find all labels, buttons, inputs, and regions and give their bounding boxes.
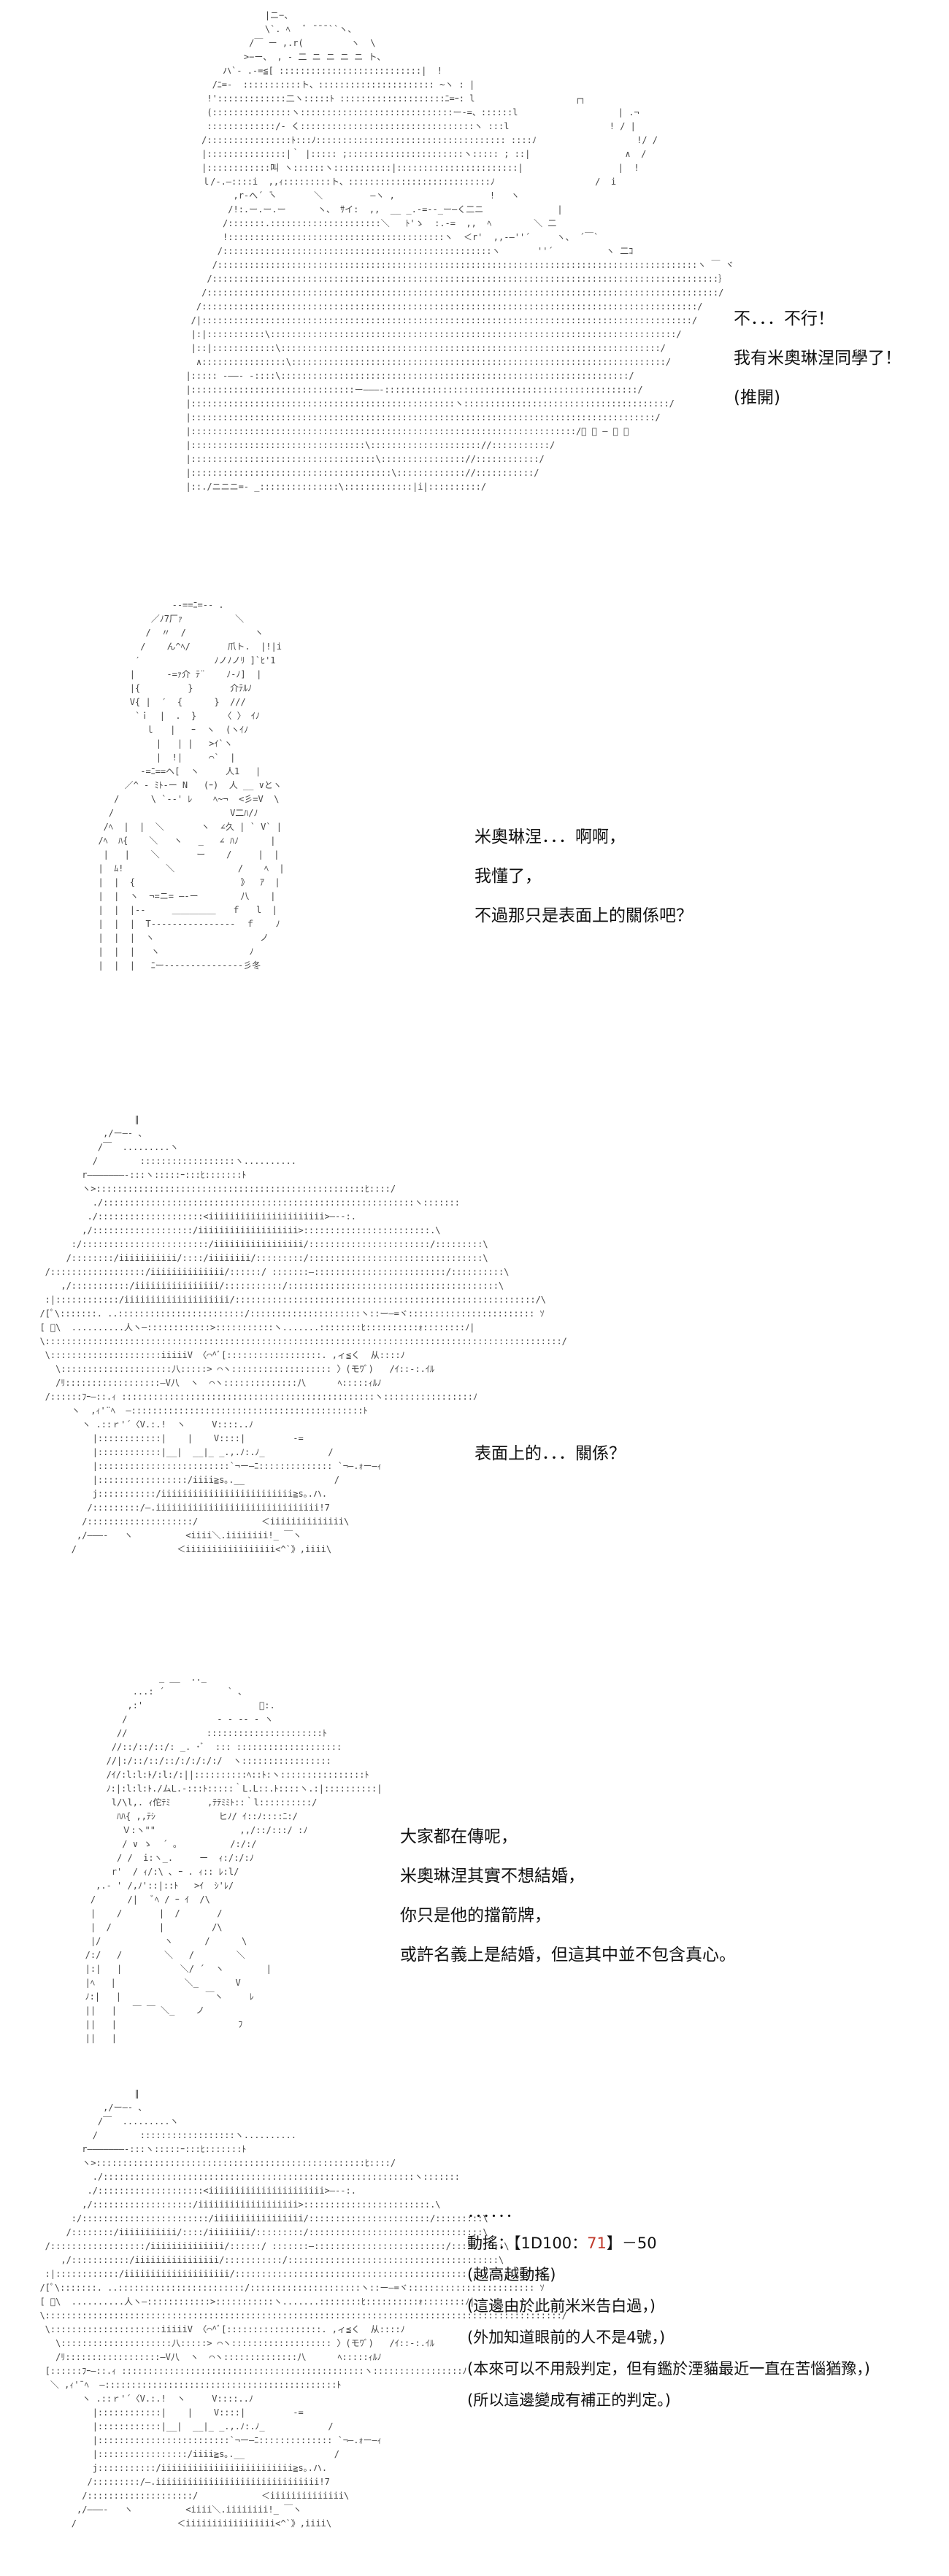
- note-line: (越高越動搖): [467, 2266, 556, 2283]
- dialogue-line: 米奧琳涅其實不想結婚，: [400, 1867, 585, 1886]
- note-line: (外加知道眼前的人不是4號，): [467, 2329, 666, 2346]
- ascii-art-character: -‐==ﾆ=‐- . ／ﾉ7厂ｧ ＼ / 〃 / ヽ / ん^ﾍ/ 爪ト. |!…: [98, 600, 285, 971]
- dialogue-line: 你只是他的擋箭牌，: [400, 1906, 551, 1925]
- dice-roll-notes: ．．．．．． 動搖：【1D100：71】－50 (越高越動搖) (這邊由於此前米…: [467, 2197, 870, 2416]
- dialogue-line: 我懂了，: [474, 867, 542, 886]
- note-line: (本來可以不用殼判定，但有鑑於湮貓最近一直在苦惱猶豫，): [467, 2360, 870, 2378]
- panel-2: -‐==ﾆ=‐- . ／ﾉ7厂ｧ ＼ / 〃 / ヽ / ん^ﾍ/ 爪ト. |!…: [0, 598, 949, 1109]
- dice-roll-line: 動搖：【1D100：71】－50: [467, 2228, 870, 2259]
- ascii-art-character: _ __ .._ ...: ´ ` ､ ,:' ﾞ:. / - ‐ ‐‐ - ヽ…: [85, 1673, 383, 2043]
- dialogue-text: 大家都在傳呢， 米奧琳涅其實不想結婚， 你只是他的擋箭牌， 或許名義上是結婚，但…: [400, 1817, 736, 1975]
- dice-roll-value: 71: [587, 2234, 607, 2252]
- panel-3: ∥ ,/ー―- 、 /￣ .........ヽ / ::::::::::::::…: [0, 1113, 949, 1667]
- ascii-art-character: ∥ ,/ー―- 、 /￣ .........ヽ / ::::::::::::::…: [39, 2089, 567, 2529]
- dialogue-text: 不．．．不行！ 我有米奧琳涅同學了！ (推開): [734, 299, 902, 417]
- dialogue-line: 不．．．不行！: [734, 309, 834, 328]
- dice-roll-label: 動搖：【1D100：: [467, 2234, 588, 2252]
- dialogue-line: (推開): [734, 388, 780, 407]
- dialogue-line: 我有米奧琳涅同學了！: [734, 349, 902, 368]
- dice-roll-tail: 】－50: [606, 2234, 657, 2252]
- panel-4: _ __ .._ ...: ´ ` ､ ,:' ﾞ:. / - ‐ ‐‐ - ヽ…: [0, 1671, 949, 2080]
- dialogue-line: 或許名義上是結婚，但這其中並不包含真心。: [400, 1946, 736, 1964]
- ascii-art-character: ∥ ,/ー―- 、 /￣ .........ヽ / ::::::::::::::…: [39, 1114, 567, 1554]
- note-line: (所以這邊變成有補正的判定。): [467, 2391, 671, 2409]
- note-line: (這邊由於此前米米告白過，): [467, 2297, 656, 2315]
- dialogue-line: 米奧琳涅．．．啊啊，: [474, 828, 626, 847]
- panel-1: |ニ−、 \`. ﾍ ﾞ ̄ ̄ ̄ ``ヽ、 /￣ ー ,.r( ヽ \ >−…: [0, 0, 949, 584]
- dialogue-text: 米奧琳涅．．．啊啊， 我懂了， 不過那只是表面上的關係吧？: [474, 817, 693, 936]
- dialogue-line: 大家都在傳呢，: [400, 1827, 518, 1846]
- dialogue-line: 表面上的．．．關係？: [474, 1444, 626, 1463]
- panel-5: ∥ ,/ー―- 、 /￣ .........ヽ / ::::::::::::::…: [0, 2087, 949, 2576]
- dialogue-line: 不過那只是表面上的關係吧？: [474, 906, 693, 925]
- dialogue-text: 表面上的．．．關係？: [474, 1434, 626, 1473]
- ellipsis-line: ．．．．．．: [467, 2203, 521, 2221]
- ascii-art-character: |ニ−、 \`. ﾍ ﾞ ̄ ̄ ̄ ``ヽ、 /￣ ー ,.r( ヽ \ >−…: [185, 10, 734, 492]
